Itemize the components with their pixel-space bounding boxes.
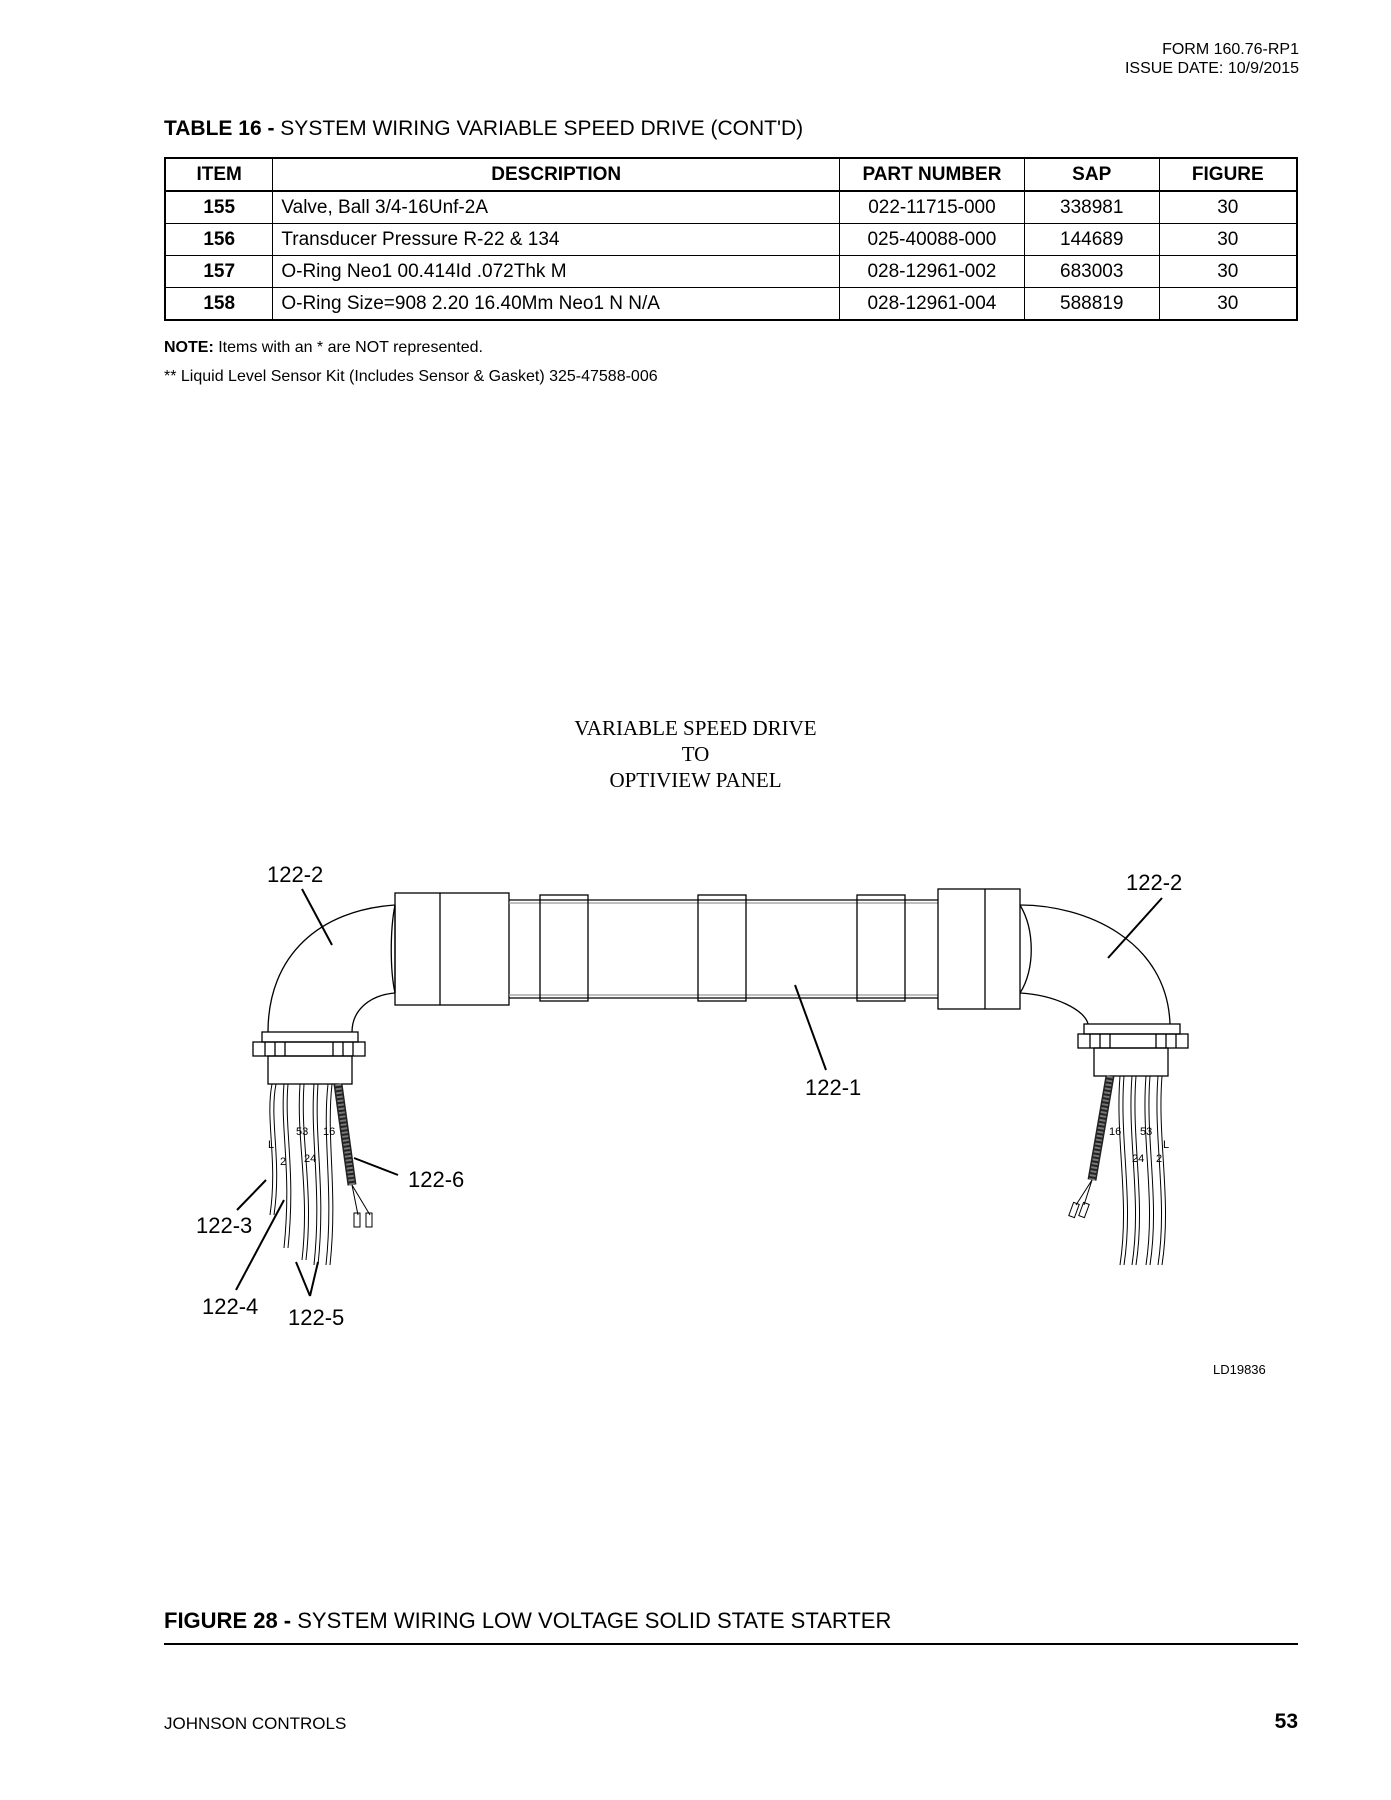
right-elbow [1019,904,1171,1025]
caption-divider [164,1643,1298,1645]
left-connector [252,1031,366,1085]
figure-cell: 30 [1158,223,1298,256]
table-title-label: TABLE 16 - [164,117,275,140]
sap-cell: 144689 [1023,223,1160,256]
note-label: NOTE: [164,339,214,356]
description-cell: Transducer Pressure R-22 & 134 [272,223,841,256]
cable-tube [394,888,1021,1010]
part-number-cell: 025-40088-000 [839,223,1025,256]
wire-mark-24-left: 24 [304,1153,316,1165]
callout-122-6: 122-6 [408,1167,465,1192]
figure-cell: 30 [1158,255,1298,288]
figure-caption-text: SYSTEM WIRING LOW VOLTAGE SOLID STATE ST… [291,1608,892,1633]
figure-caption-label: FIGURE 28 - [164,1608,292,1633]
column-header: FIGURE [1158,157,1298,192]
left-elbow [267,904,396,1033]
page-number: 53 [1274,1710,1298,1733]
table-title-text: SYSTEM WIRING VARIABLE SPEED DRIVE (CONT… [274,117,804,140]
table-row: 157 O-Ring Neo1 00.414Id .072Thk M 028-1… [164,255,1298,288]
table-title: TABLE 16 - SYSTEM WIRING VARIABLE SPEED … [164,117,803,141]
right-wires [1068,1075,1166,1266]
table-row: 156 Transducer Pressure R-22 & 134 025-4… [164,223,1298,256]
figure-cell: 30 [1158,287,1298,321]
wire-mark-2-right: 2 [1156,1153,1162,1165]
left-wires [269,1083,373,1266]
callout-122-4: 122-4 [202,1294,259,1319]
sap-cell: 683003 [1023,255,1160,288]
parts-table: ITEM DESCRIPTION PART NUMBER SAP FIGURE … [164,157,1298,321]
figure-title: VARIABLE SPEED DRIVE TO OPTIVIEW PANEL [0,715,1391,793]
description-cell: O-Ring Neo1 00.414Id .072Thk M [272,255,841,288]
drawing-id: LD19836 [1213,1362,1266,1377]
wire-mark-53-right: 53 [1140,1126,1152,1138]
column-header: SAP [1023,157,1160,192]
kit-note: ** Liquid Level Sensor Kit (Includes Sen… [164,368,658,385]
column-header: DESCRIPTION [272,157,841,192]
wire-mark-16-right: 16 [1109,1126,1121,1138]
item-cell: 158 [164,287,274,321]
callout-122-3: 122-3 [196,1213,253,1238]
note-text: Items with an * are NOT represented. [213,339,483,356]
item-cell: 156 [164,223,274,256]
wire-mark-24-right: 24 [1132,1153,1144,1165]
wire-mark-l-right: L [1163,1139,1169,1151]
figure-cell: 30 [1158,190,1298,224]
figure-caption: FIGURE 28 - SYSTEM WIRING LOW VOLTAGE SO… [164,1608,891,1634]
part-number-cell: 028-12961-002 [839,255,1025,288]
column-header: PART NUMBER [839,157,1025,192]
figure-title-line: VARIABLE SPEED DRIVE [574,716,817,740]
figure-title-line: OPTIVIEW PANEL [609,768,782,792]
leader-lines [235,888,1163,1297]
figure-title-line: TO [681,742,710,766]
sap-cell: 588819 [1023,287,1160,321]
callout-122-5: 122-5 [288,1305,345,1330]
callout-122-2-right: 122-2 [1126,870,1183,895]
sap-cell: 338981 [1023,190,1160,224]
callout-122-2-left: 122-2 [267,862,324,887]
page-header: FORM 160.76-RP1 ISSUE DATE: 10/9/2015 [1125,40,1299,78]
right-connector [1077,1023,1189,1077]
column-header: ITEM [164,157,274,192]
table-note: NOTE: Items with an * are NOT represente… [164,339,483,357]
description-cell: O-Ring Size=908 2.20 16.40Mm Neo1 N N/A [272,287,841,321]
table-row: 158 O-Ring Size=908 2.20 16.40Mm Neo1 N … [164,287,1298,321]
part-number-cell: 028-12961-004 [839,287,1025,321]
wire-mark-l-left: L [268,1139,274,1151]
wire-mark-53-left: 53 [296,1126,308,1138]
item-cell: 157 [164,255,274,288]
wire-mark-16-left: 16 [323,1126,335,1138]
form-number: FORM 160.76-RP1 [1162,41,1299,58]
table-header-row: ITEM DESCRIPTION PART NUMBER SAP FIGURE [164,157,1298,192]
issue-date: ISSUE DATE: 10/9/2015 [1124,60,1299,77]
footer-company: JOHNSON CONTROLS [164,1714,347,1733]
callout-122-1: 122-1 [805,1075,862,1100]
wire-marks: L 2 53 24 16 16 24 53 2 L [268,1126,1169,1168]
wire-mark-2-left: 2 [280,1156,286,1168]
